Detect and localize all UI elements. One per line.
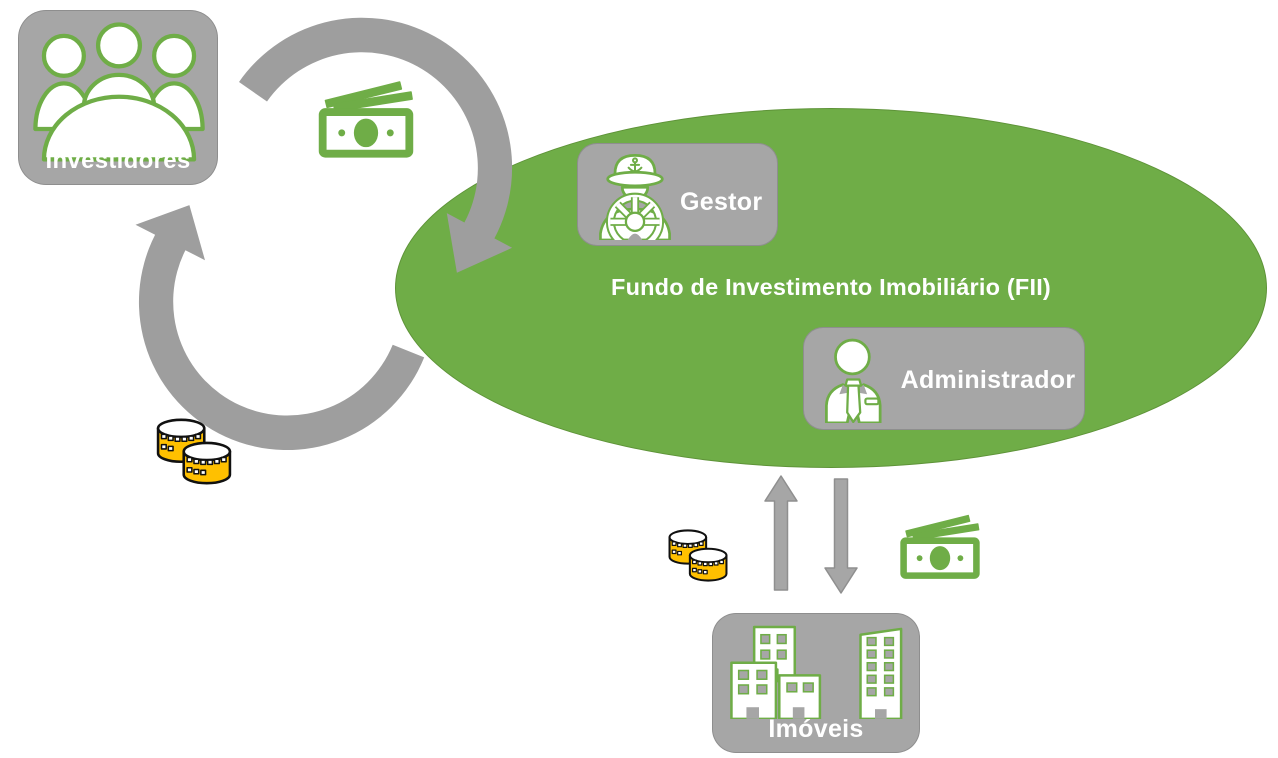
node-investidores: Investidores — [18, 10, 218, 185]
flow-arrow-properties-to-fund — [764, 475, 798, 591]
coins-icon-bottom — [664, 525, 732, 586]
buildings-icon — [730, 625, 903, 719]
flow-arrow-fund-to-investors — [135, 205, 425, 451]
anchor-emblem-icon — [627, 157, 643, 173]
captain-ship-wheel-icon — [599, 154, 671, 240]
coins-icon-left — [151, 413, 237, 490]
node-imoveis: Imóveis — [712, 613, 920, 753]
administrador-label: Administrador — [900, 366, 1076, 394]
imoveis-label: Imóveis — [768, 715, 864, 743]
node-gestor: Gestor — [577, 143, 778, 246]
flow-arrow-investors-to-fund — [239, 17, 513, 273]
investidores-label: Investidores — [45, 147, 191, 174]
gestor-label: Gestor — [680, 188, 763, 216]
flow-arrow-fund-to-properties — [824, 478, 858, 594]
people-group-icon — [33, 22, 205, 162]
pocket-square — [864, 397, 880, 406]
money-bills-icon-bottom — [896, 513, 984, 580]
money-bills-icon-top — [314, 79, 418, 159]
fund-title: Fundo de Investimento Imobiliário (FII) — [611, 274, 1051, 300]
businessman-suit-icon — [825, 338, 882, 423]
node-administrador: Administrador — [803, 327, 1085, 430]
tie — [844, 378, 863, 423]
ship-wheel — [605, 192, 665, 240]
